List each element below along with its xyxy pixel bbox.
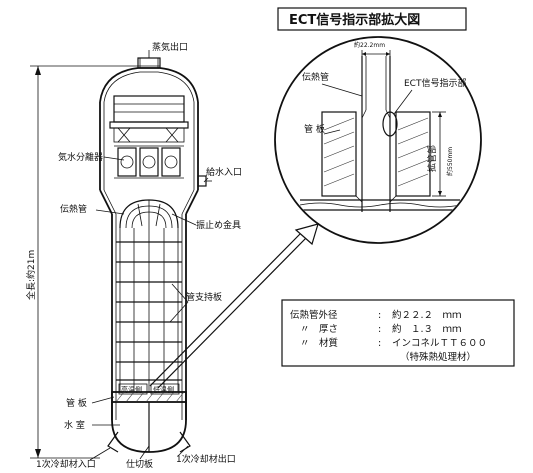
tube-sheet-label: 管 板: [66, 397, 87, 409]
spec-row-2-sep: :: [378, 324, 381, 335]
tube-sheet-leader: [91, 396, 115, 404]
detail-circle: [274, 36, 482, 244]
separator-leader: [103, 156, 125, 161]
spec-table: 伝熱管外径 : 約２２.２ ｍｍ 〃 厚さ : 約 １.３ ｍｍ 〃 材質 : …: [290, 309, 487, 363]
steam-generator-body: [99, 50, 212, 453]
spec-row-1-label: 伝熱管外径: [290, 309, 338, 321]
ect-indicator-mark: [382, 111, 398, 137]
primary-outlet-leader: [177, 445, 189, 457]
spec-row-2-value: 約 １.３ ｍｍ: [392, 323, 462, 335]
feedwater-leader: [203, 177, 209, 183]
spec-note: （特殊熱処理材）: [400, 351, 476, 363]
spec-box: [281, 299, 515, 367]
title-box: [277, 7, 467, 31]
anti-vibration-label: 振止め金具: [196, 219, 241, 231]
detail-expansion-label: 拡管部: [426, 145, 438, 172]
enlargement-arrow: [149, 223, 319, 389]
primary-inlet-leader: [89, 447, 111, 461]
hot-side-box: [118, 383, 148, 395]
heat-tube-leader: [95, 209, 125, 215]
primary-inlet-label: 1次冷却材入口: [36, 458, 96, 470]
primary-outlet-label: 1次冷却材出口: [176, 453, 236, 465]
cold-side-box: [150, 383, 180, 395]
spec-row-3-label: 〃 材質: [300, 337, 338, 349]
detail-title: ECT信号指示部拡大図: [289, 12, 420, 28]
anti-vibration-leader: [171, 213, 197, 226]
detail-ect-label: ECT信号指示部: [404, 77, 466, 89]
detail-heat-tube-label: 伝熱管: [302, 71, 329, 83]
overall-length-label: 全長:約21m: [25, 250, 37, 300]
spec-row-1-sep: :: [378, 310, 381, 321]
spec-row-3-sep: :: [378, 338, 381, 349]
spec-row-2-label: 〃 厚さ: [300, 324, 338, 335]
partition-leader: [139, 445, 150, 460]
spec-row-1-value: 約２２.２ ｍｍ: [392, 309, 462, 321]
steam-outlet-label: 蒸気出口: [152, 41, 188, 53]
spec-row-3-value: インコネルＴＴ６００: [392, 338, 487, 349]
water-chamber-label: 水 室: [64, 419, 85, 431]
tube-support-leader-2: [171, 283, 189, 303]
cold-side-label: 低温側: [153, 385, 174, 394]
hot-side-label: 高温側: [121, 385, 142, 394]
heat-tube-label: 伝熱管: [60, 203, 87, 215]
feedwater-inlet-label: 給水入口: [206, 166, 242, 178]
detail-tube-sheet-label: 管 板: [304, 123, 325, 135]
tube-support-leader: [169, 301, 189, 323]
tube-support-label: 管支持板: [186, 291, 222, 303]
partition-label: 仕切板: [126, 458, 153, 470]
detail-dim-top: 約22.2mm: [354, 41, 385, 49]
separator-label: 気水分離器: [58, 151, 103, 163]
detail-dim-side: 約550mm: [446, 147, 454, 176]
